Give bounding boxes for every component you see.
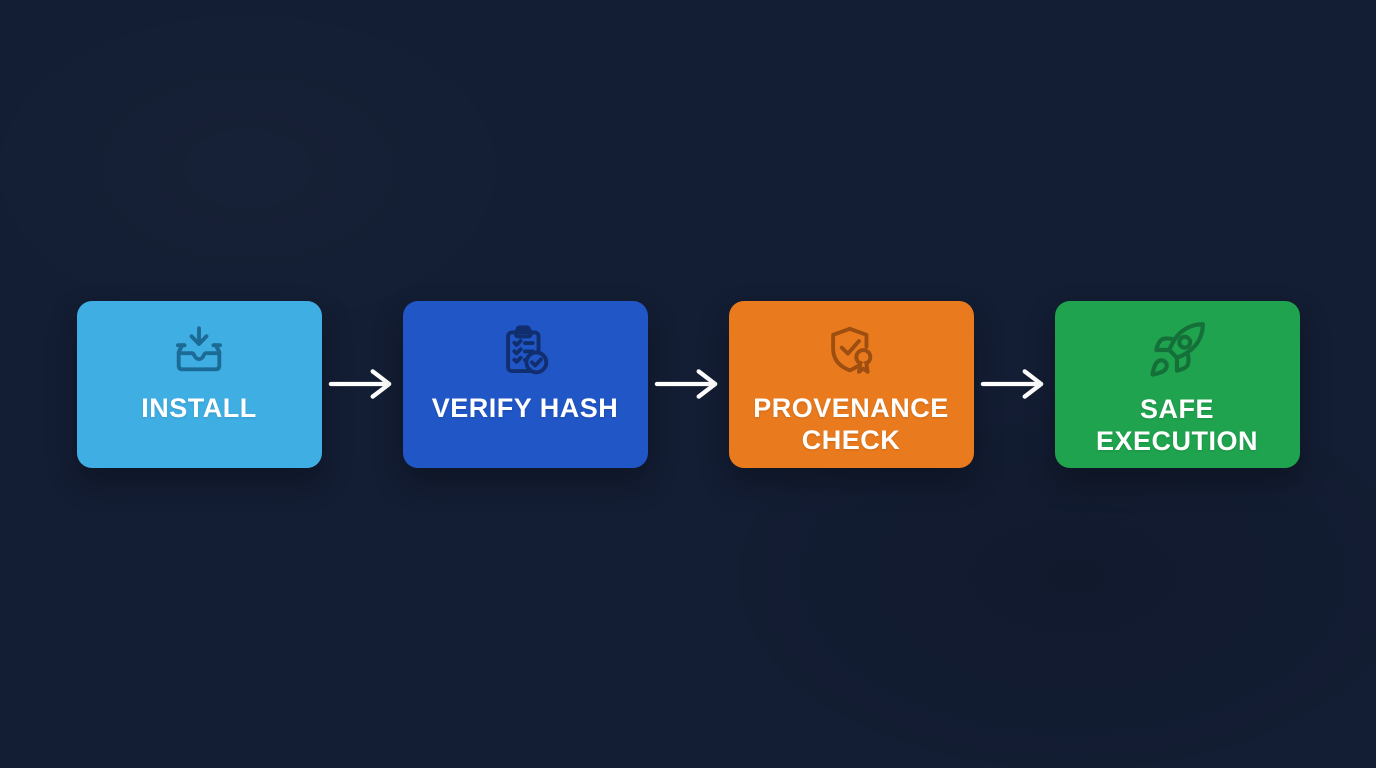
step-box-install: INSTALL xyxy=(76,300,322,468)
step-label-verify-hash: VERIFY HASH xyxy=(431,392,619,423)
rocket-icon xyxy=(1146,319,1208,381)
clipboard-check-icon xyxy=(496,322,554,380)
flow-arrow-2 xyxy=(648,366,729,402)
step-label-safe-execution: SAFE EXECUTION xyxy=(1095,393,1259,457)
inbox-download-icon xyxy=(170,322,228,380)
pipeline-flow-row: INSTALL xyxy=(76,300,1300,468)
flow-arrow-1 xyxy=(322,366,403,402)
step-label-install: INSTALL xyxy=(141,392,257,423)
step-label-provenance-check: PROVENANCE CHECK xyxy=(753,392,949,456)
step-box-safe-execution: SAFE EXECUTION xyxy=(1054,300,1300,468)
shield-badge-icon xyxy=(822,322,880,380)
flow-arrow-3 xyxy=(974,366,1055,402)
step-box-verify-hash: VERIFY HASH xyxy=(402,300,648,468)
step-box-provenance-check: PROVENANCE CHECK xyxy=(728,300,974,468)
